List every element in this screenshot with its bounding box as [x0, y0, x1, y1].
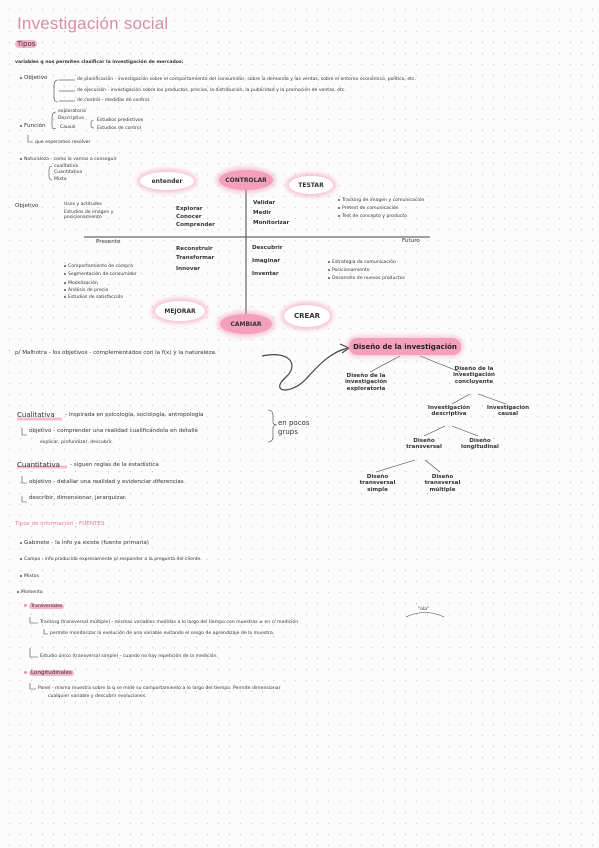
cualitativa-brace-note: en pocos grups	[278, 419, 310, 436]
cuantitativa-describir: describir, dimensionar, jerarquizar.	[29, 495, 127, 501]
map-explorar: Explorar	[176, 206, 203, 212]
map-innovar: Innovar	[176, 266, 201, 272]
malhotra-note: p/ Malhotra - los objetivos - complement…	[15, 350, 217, 356]
map-comprender: Comprender	[176, 222, 215, 228]
oval-controlar: CONTROLAR	[219, 170, 273, 190]
map-inventar: Inventar	[252, 271, 279, 277]
naturaleza-mixta: Mixta	[54, 177, 67, 182]
diseno-concluyente: Diseño de la investigación concluyente	[452, 366, 496, 385]
map-monitorizar: Monitorizar	[253, 220, 290, 226]
map-imagen: Estudios de imagen y posicionamiento	[64, 210, 114, 221]
map-reconstruir: Reconstruir	[176, 246, 213, 252]
tipos-naturaleza: Naturaleza - como lo vamos a conseguir	[20, 157, 117, 162]
tipos-objetivo-control: de control - medidas de control.	[77, 98, 151, 103]
info-gabinete: Gabinete - la info ya existe (fuente pri…	[20, 540, 149, 546]
info-tracking-sub: permite monitorizar la evolución de una …	[50, 631, 275, 636]
oval-entender: entender	[140, 172, 194, 190]
map-imaginar: Imaginar	[252, 258, 281, 264]
diseno-transversal: Diseño transversal	[406, 438, 442, 451]
oval-cambiar: CAMBIAR	[220, 314, 272, 334]
info-tracking: Tracking (transversal múltiple) - mismas…	[40, 620, 299, 625]
tipos-intro: variables q nos permiten clasificar la i…	[15, 60, 184, 65]
info-momento: Momento	[17, 590, 43, 595]
diseno-transversal-multiple: Diseño transversal múltiple	[424, 474, 461, 493]
naturaleza-cualitativa: cualitativa	[54, 164, 79, 169]
cuantitativa-line1: - siguen reglas de la estadística	[70, 462, 159, 468]
page-title: Investigación social	[17, 14, 169, 33]
map-modelizacion: Modelización	[64, 281, 98, 286]
cuantitativa-label: Cuantitativa	[17, 461, 60, 469]
info-campo: Campo - info producida expresamente p/ r…	[20, 557, 202, 562]
map-test: Test de concepto y producto	[338, 214, 407, 219]
oval-mejorar: MEJORAR	[155, 301, 205, 321]
funcion-descriptiva: Descriptiva	[58, 116, 84, 121]
cualitativa-objetivo: objetivo - comprender una realidad cuali…	[29, 428, 198, 434]
map-desarrollo: Desarrollo de nuevos productos	[328, 276, 405, 281]
info-mixtos: Mixtos	[20, 574, 39, 579]
map-estrategia: Estrategia de comunicación	[328, 260, 396, 265]
diseno-transversal-simple: Diseño transversal simple	[359, 474, 396, 493]
tipos-heading: Tipos	[15, 40, 38, 48]
cualitativa-explicar: explicar, profundizar, descubrir.	[40, 440, 113, 445]
funcion-note: que esperamos resolver	[35, 140, 91, 145]
map-conocer: Conocer	[176, 214, 202, 220]
map-satisfaccion: Estudios de satisfacción	[64, 295, 123, 300]
map-pretest: Pretest de comunicación	[338, 206, 399, 211]
funcion-predictivos: Estudios predictivos	[97, 118, 144, 123]
map-precio: Análisis de precio	[64, 288, 108, 293]
info-estudio-unico: Estudio único (transversal simple) - cua…	[40, 654, 218, 659]
map-medir: Medir	[253, 210, 272, 216]
info-ola: "ola"	[418, 607, 430, 612]
map-futuro: Futuro	[402, 238, 420, 244]
info-longitudinales: Longitudinales	[24, 670, 74, 676]
map-transformar: Transformar	[176, 255, 215, 261]
map-compra: Comportamiento de compra	[64, 264, 133, 269]
map-objetivo-label: Objetivo	[15, 203, 39, 209]
info-transversales: Transversales	[24, 604, 65, 609]
diseno-root: Diseño de la investigación	[349, 338, 461, 355]
tipos-funcion-label: Función	[20, 123, 46, 129]
map-presente: Presente	[96, 239, 121, 245]
map-posicionamiento: Posicionamiento	[328, 268, 370, 273]
investigacion-descriptiva: Investigación descriptiva	[427, 405, 471, 418]
naturaleza-cuantitativa: Cuantitativa	[54, 170, 83, 175]
tipos-objetivo-label: Objetivo	[20, 75, 47, 81]
cuantitativa-objetivo: objetivo - detallar una realidad y evide…	[29, 479, 184, 485]
funcion-control: Estudios de control	[97, 126, 141, 131]
oval-crear: CREAR	[284, 305, 330, 327]
tipos-objetivo-planificacion: de planificación - investigación sobre e…	[77, 77, 416, 82]
map-segmentacion: Segmentación de consumidor	[64, 272, 137, 277]
cualitativa-line1: - inspirada en psicología, sociología, a…	[65, 412, 204, 418]
diseno-exploratoria: Diseño de la investigación exploratoria	[344, 373, 388, 392]
map-descubrir: Descubrir	[252, 245, 283, 251]
tipos-objetivo-ejecucion: de ejecución - investigación sobre los p…	[77, 88, 346, 93]
info-panel: Panel - misma muestra sobre la q se mide…	[38, 686, 281, 691]
info-panel-2: cualquier variable y descubrir evolucion…	[48, 694, 147, 699]
map-validar: Validar	[253, 200, 276, 206]
oval-testar: TESTAR	[289, 176, 333, 194]
map-usos: Usos y actitudes	[64, 202, 102, 207]
funcion-exploratoria: exploratoria	[58, 109, 86, 114]
cualitativa-label: Cualitativa	[17, 411, 55, 419]
diseno-longitudinal: Diseño longitudinal	[461, 438, 499, 451]
map-tracking: Tracking de imagen y comunicación	[338, 198, 424, 203]
investigacion-causal: Investigación causal	[486, 405, 530, 418]
funcion-causal: Causal	[60, 125, 76, 130]
tipos-info-heading: Tipos de información - FUENTES	[15, 521, 105, 527]
